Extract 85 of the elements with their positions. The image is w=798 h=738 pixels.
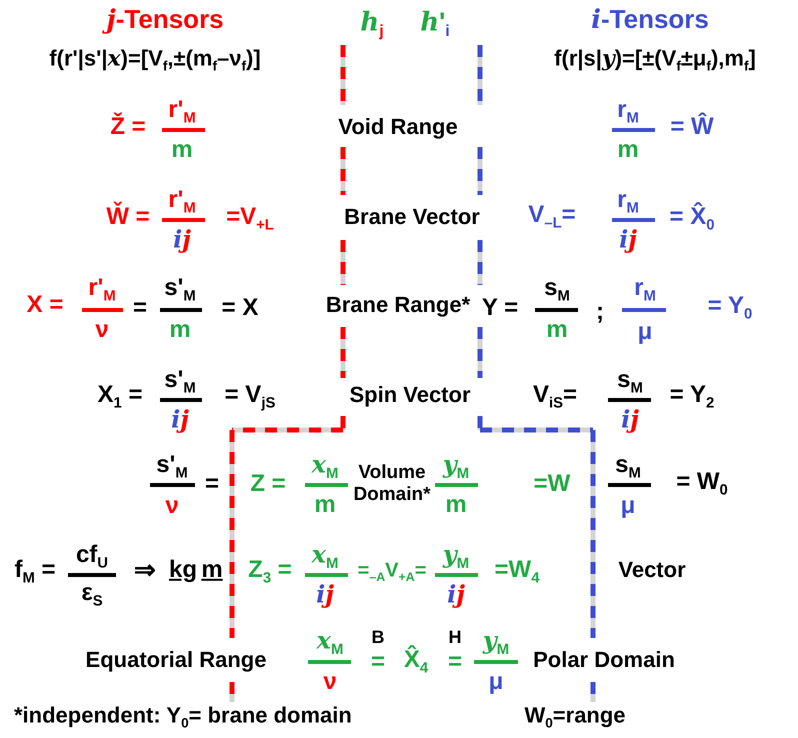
math-term: =: [448, 648, 462, 676]
formula-text: f(r'|s'|x)=[V$_{f}$,±(m$_{f}$–ν$_{f}$)]: [49, 46, 261, 74]
math-term: Z =: [250, 470, 286, 498]
math-term: f$_{M}$ =: [14, 557, 56, 587]
math-term: s$_{M}$: [544, 275, 570, 305]
math-term: Y =: [482, 294, 518, 322]
math-term: r$_{M}$: [617, 97, 639, 127]
footnote: W$_{0}$=range: [524, 704, 626, 730]
math-term: μ: [488, 668, 504, 696]
math-term: ε$_{S}$: [81, 580, 103, 610]
math-term: m: [617, 136, 639, 164]
math-term: = W$_{0}$: [676, 469, 728, 499]
math-term: r'$_{M}$: [168, 97, 196, 127]
math-term: ν: [95, 316, 109, 344]
region-label: Polar Domain: [533, 648, 675, 672]
implies-sign: ⇒: [134, 556, 156, 584]
math-term: x$_{M}$: [312, 452, 338, 482]
math-term: =: [205, 470, 219, 498]
math-term: μ: [638, 318, 652, 346]
math-term: s$_{M}$: [615, 452, 641, 482]
math-term: ν: [323, 668, 337, 696]
heading: i-Tensors: [591, 5, 709, 35]
math-term: X$_{1}$ =: [98, 382, 142, 412]
math-term: = Y$_{2}$: [670, 382, 714, 412]
math-term: H: [448, 628, 462, 648]
formula-text: f(r|s|y)=[±(V$_{f}$±μ$_{f}$),m$_{f}$]: [554, 46, 756, 74]
math-term: ij: [316, 581, 334, 609]
math-term: =: [371, 648, 385, 676]
math-term: h$_{j}$: [360, 7, 384, 41]
math-term: =$_{–A}$V$_{+A}$=: [358, 560, 426, 584]
math-term: μ: [620, 492, 636, 520]
math-term: X =: [26, 292, 64, 318]
math-term: ;: [596, 298, 604, 326]
region-label: Vector: [618, 558, 686, 582]
math-term: r'$_{M}$: [168, 187, 196, 217]
math-term: y$_{M}$: [442, 452, 470, 482]
unit-label: kg: [169, 556, 197, 584]
math-term: r'$_{M}$: [88, 275, 116, 305]
math-term: V$_{iS}$=: [532, 382, 578, 412]
math-term: X̂$_{4}$: [404, 647, 428, 677]
region-label: Equatorial Range: [86, 648, 266, 672]
region-label: Volume Domain*: [352, 462, 432, 506]
math-term: Ž =: [110, 114, 146, 140]
math-term: s'$_{M}$: [156, 452, 188, 482]
math-term: m: [546, 316, 568, 344]
math-term: W̌ =: [106, 204, 150, 230]
math-term: m: [445, 492, 467, 518]
region-label: Void Range: [338, 114, 458, 140]
math-term: y$_{M}$: [482, 628, 510, 658]
unit-label: m: [201, 556, 223, 584]
footnote: *independent: Y$_{0}$= brane domain: [14, 704, 352, 730]
math-term: m: [169, 316, 191, 344]
math-term: ij: [171, 406, 189, 434]
region-label: Brane Range*: [326, 292, 470, 318]
math-term: ij: [173, 226, 191, 254]
math-term: V$_{–L}$=: [528, 202, 576, 232]
math-term: = X̂$_{0}$: [670, 204, 714, 234]
math-term: =V$_{+L}$: [226, 204, 274, 234]
math-term: ν: [165, 492, 179, 520]
math-term: x$_{M}$: [316, 628, 344, 658]
math-term: =W$_{4}$: [494, 557, 540, 587]
math-term: r$_{M}$: [634, 275, 656, 305]
math-term: = Y$_{0}$: [708, 293, 752, 323]
math-term: = X: [222, 294, 258, 322]
math-term: m: [314, 492, 336, 518]
math-term: =W: [534, 470, 570, 498]
math-term: = Ŵ: [670, 114, 714, 140]
region-label: Spin Vector: [349, 382, 471, 408]
math-term: s'$_{M}$: [164, 275, 196, 305]
math-term: ij: [619, 226, 637, 254]
math-term: r$_{M}$: [617, 187, 639, 217]
math-term: y$_{M}$: [442, 542, 470, 572]
math-term: = V$_{jS}$: [224, 382, 276, 412]
math-term: s'$_{M}$: [164, 367, 196, 397]
math-term: ij: [621, 406, 639, 434]
math-term: h'$_{i}$: [420, 7, 450, 41]
math-term: Z$_{3}$ =: [248, 557, 292, 587]
math-term: ij: [447, 581, 465, 609]
region-label: Brane Vector: [344, 204, 480, 230]
math-term: cf$_{U}$: [76, 542, 108, 572]
math-term: m: [171, 136, 193, 164]
math-term: =: [133, 294, 147, 322]
math-term: B: [372, 628, 384, 648]
math-term: s$_{M}$: [617, 367, 643, 397]
math-term: x$_{M}$: [312, 542, 338, 572]
